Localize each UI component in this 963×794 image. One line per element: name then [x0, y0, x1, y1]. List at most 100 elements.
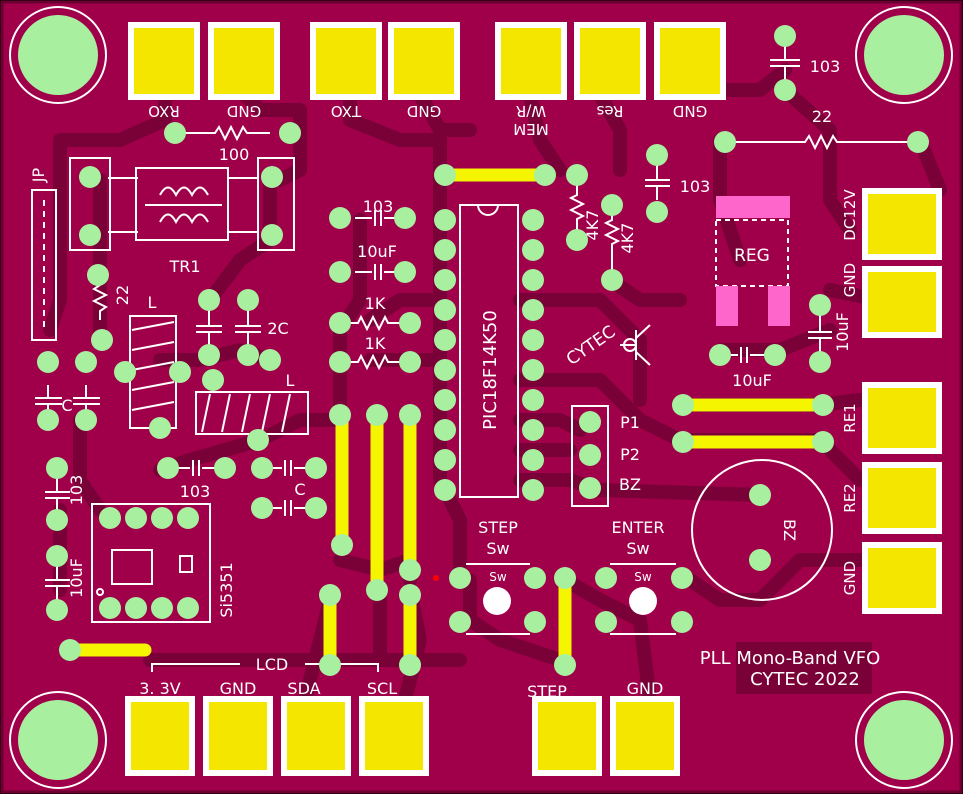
gnd-right-label: GND: [841, 561, 859, 595]
p2-label: P2: [620, 445, 640, 464]
r1k-b-label: 1K: [365, 334, 386, 353]
pad: [151, 507, 173, 529]
bottom-header-labels: 3. 3V GND SDA SCL LCD STEP GND: [139, 655, 663, 701]
pad: [646, 144, 668, 166]
c-left-label: C: [61, 396, 72, 415]
pad: [434, 269, 456, 291]
gnd-power-label: GND: [841, 263, 859, 297]
pad: [812, 394, 834, 416]
c10uf-left-label: 10uF: [67, 558, 86, 598]
pad: [198, 344, 220, 366]
pad: [214, 457, 236, 479]
bz-label: BZ: [619, 475, 641, 494]
pad: [114, 361, 136, 383]
pad: [672, 394, 694, 416]
pad: [261, 166, 283, 188]
pad: [151, 597, 173, 619]
pad: [305, 497, 327, 519]
pad: [522, 269, 544, 291]
pad: [522, 479, 544, 501]
pad: [579, 477, 601, 499]
pad: [59, 639, 81, 661]
title-line-2: CYTEC 2022: [750, 669, 860, 690]
pad: [75, 409, 97, 431]
enter-sw-inner: Sw: [634, 570, 652, 584]
pad: [261, 224, 283, 246]
pad: [259, 349, 281, 371]
r1k-a-label: 1K: [365, 294, 386, 313]
pad: [522, 209, 544, 231]
res-label: Res: [596, 102, 623, 120]
mem-label: MEM: [513, 120, 548, 138]
enter-sw-sub: Sw: [626, 539, 649, 558]
scl-label: SCL: [367, 679, 397, 698]
pad: [671, 567, 693, 589]
pad: [99, 597, 121, 619]
reg-pads: [716, 196, 790, 326]
pad: [434, 389, 456, 411]
pad: [522, 389, 544, 411]
pad: [79, 224, 101, 246]
pad: [149, 417, 171, 439]
pad: [671, 611, 693, 633]
pad: [399, 351, 421, 373]
pad: [774, 25, 796, 47]
pad: [595, 567, 617, 589]
pad: [319, 584, 341, 606]
pad: [522, 359, 544, 381]
gnd-lcd-label: GND: [220, 679, 257, 698]
c10uf-reg-label: 10uF: [732, 371, 772, 390]
l-coil2-label: L: [286, 371, 295, 390]
pad: [251, 497, 273, 519]
pad: [749, 549, 771, 571]
r4k7-b-label: 4K7: [618, 223, 637, 254]
pad: [247, 429, 269, 451]
step-pad-label: STEP: [527, 682, 567, 701]
pad: [79, 166, 101, 188]
pad: [812, 431, 834, 453]
pad: [125, 597, 147, 619]
pad: [329, 404, 351, 426]
rxo-label: RXO: [148, 102, 180, 120]
l-coil1-label: L: [148, 293, 157, 312]
mounting-hole-br: [855, 691, 953, 789]
pad: [522, 239, 544, 261]
pad: [46, 457, 68, 479]
title-badge: [736, 642, 872, 694]
pad: [279, 122, 301, 144]
pad: [75, 351, 97, 373]
c10uf-top-label: 10uF: [357, 242, 397, 261]
p1-label: P1: [620, 413, 640, 432]
pad: [709, 344, 731, 366]
si5351-label: Si5351: [217, 562, 236, 617]
right-header-labels: DC12V GND RE1 RE2 GND: [841, 189, 859, 596]
pad: [331, 534, 353, 556]
pad: [169, 361, 191, 383]
mounting-hole-tr: [855, 6, 953, 104]
dc12v-label: DC12V: [841, 189, 859, 241]
gnd-label-1: GND: [227, 102, 261, 120]
pad: [646, 201, 668, 223]
pad: [399, 584, 421, 606]
top-header-pads: [128, 22, 726, 100]
pad: [319, 654, 341, 676]
pad: [579, 444, 601, 466]
pad: [524, 567, 546, 589]
reg-label: REG: [734, 246, 770, 266]
pad: [522, 329, 544, 351]
c-mid-label: C: [294, 480, 305, 499]
c103-topright-label: 103: [810, 57, 841, 76]
pad: [434, 239, 456, 261]
pad: [366, 579, 388, 601]
pad: [907, 131, 929, 153]
pad: [198, 289, 220, 311]
pad: [46, 545, 68, 567]
through-hole-pads: [37, 25, 929, 676]
lcd-label: LCD: [256, 655, 288, 674]
pad: [534, 164, 556, 186]
pad: [764, 344, 786, 366]
re1-label: RE1: [841, 403, 859, 432]
step-sw-inner: Sw: [489, 570, 507, 584]
pad: [329, 207, 351, 229]
pad: [399, 559, 421, 581]
